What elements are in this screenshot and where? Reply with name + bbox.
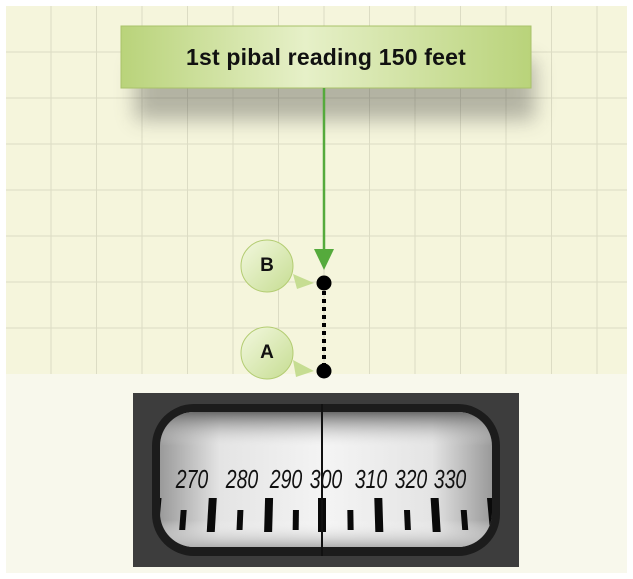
compass-major-tick [374, 498, 384, 532]
point-b-dot [316, 275, 332, 291]
compass-scale-label: 320 [395, 464, 428, 494]
compass-scale-label: 290 [269, 464, 302, 494]
compass-scale-label: 270 [175, 464, 208, 494]
compass-minor-tick [460, 510, 469, 530]
arrow-head [314, 249, 334, 270]
compass-minor-tick [236, 510, 244, 530]
compass-scale-label: 300 [310, 464, 343, 494]
compass-scale-label: 280 [225, 464, 258, 494]
compass-ticks [160, 498, 492, 532]
compass-major-tick [486, 498, 492, 532]
compass-minor-tick [403, 510, 411, 530]
callout-box [120, 25, 532, 89]
compass-minor-tick [179, 510, 187, 530]
point-a-dot [316, 363, 332, 379]
compass-scale-label: 330 [434, 464, 467, 494]
point-b-badge [240, 239, 314, 293]
compass-minor-tick [292, 510, 299, 530]
compass-minor-tick [347, 510, 354, 530]
point-a-badge [240, 326, 314, 380]
compass-major-tick [206, 498, 217, 532]
compass-major-tick [264, 498, 274, 532]
compass-scale-label: 310 [355, 464, 388, 494]
compass-major-tick [430, 498, 441, 532]
